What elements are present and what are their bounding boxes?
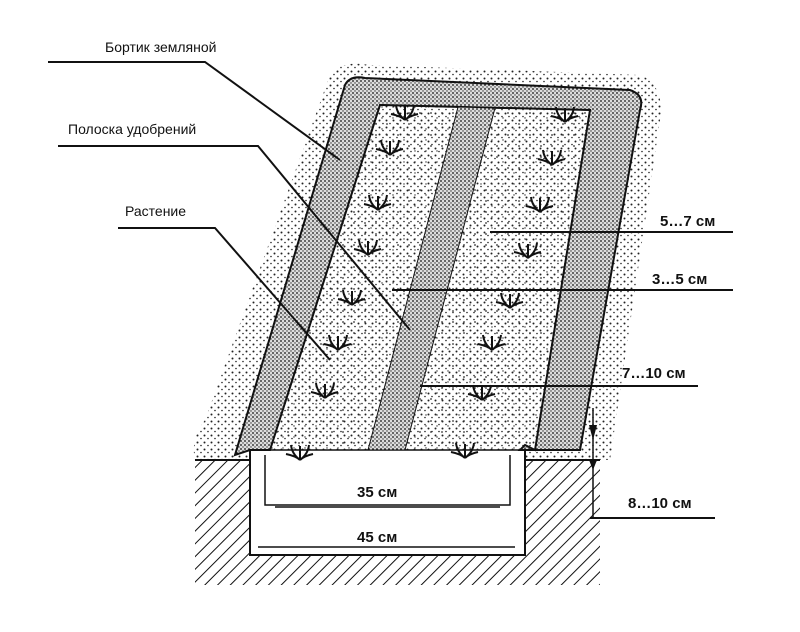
plant-icon	[390, 104, 419, 121]
plant-icon	[363, 194, 392, 211]
plant-icon	[550, 106, 579, 123]
trench	[249, 450, 526, 556]
berm-width-dimension: 5…7 см	[660, 213, 715, 230]
strip-width-dimension: 3…5 см	[652, 271, 707, 288]
plant-icon	[467, 384, 496, 401]
plant-icon	[375, 139, 404, 156]
plants	[285, 104, 579, 461]
plant-icon	[353, 239, 382, 256]
depth-arrowheads	[589, 425, 597, 470]
ground-hatch	[195, 460, 600, 585]
plant-leader-line	[118, 227, 331, 361]
outer-width-label-background	[340, 525, 440, 547]
plant-icon	[495, 292, 524, 309]
plant-icon	[513, 242, 542, 259]
plant-icon	[525, 196, 554, 213]
depth-dimension: 8…10 см	[628, 495, 692, 512]
fertilizer-strip	[367, 106, 496, 451]
trench-inner-step	[264, 455, 511, 506]
plant-icon	[337, 289, 366, 306]
berm-leader-line	[48, 61, 341, 161]
plant-icon	[323, 334, 352, 351]
plant-icon	[537, 149, 566, 166]
plant-icon	[450, 442, 479, 459]
plant-icon	[310, 382, 339, 399]
plant-label: Растение	[125, 203, 186, 219]
inner-width-dimension: 35 см	[357, 484, 397, 501]
plant-icon	[285, 444, 314, 461]
plant-offset-dimension: 7…10 см	[622, 365, 686, 382]
outer-width-dimension: 45 см	[357, 529, 397, 546]
fertilizer-strip-label: Полоска удобрений	[68, 121, 196, 137]
berm-label: Бортик земляной	[105, 39, 216, 55]
plant-icon	[477, 334, 506, 351]
inner-width-label-background	[340, 480, 440, 502]
fertilizer-strip-leader-line	[58, 145, 411, 331]
